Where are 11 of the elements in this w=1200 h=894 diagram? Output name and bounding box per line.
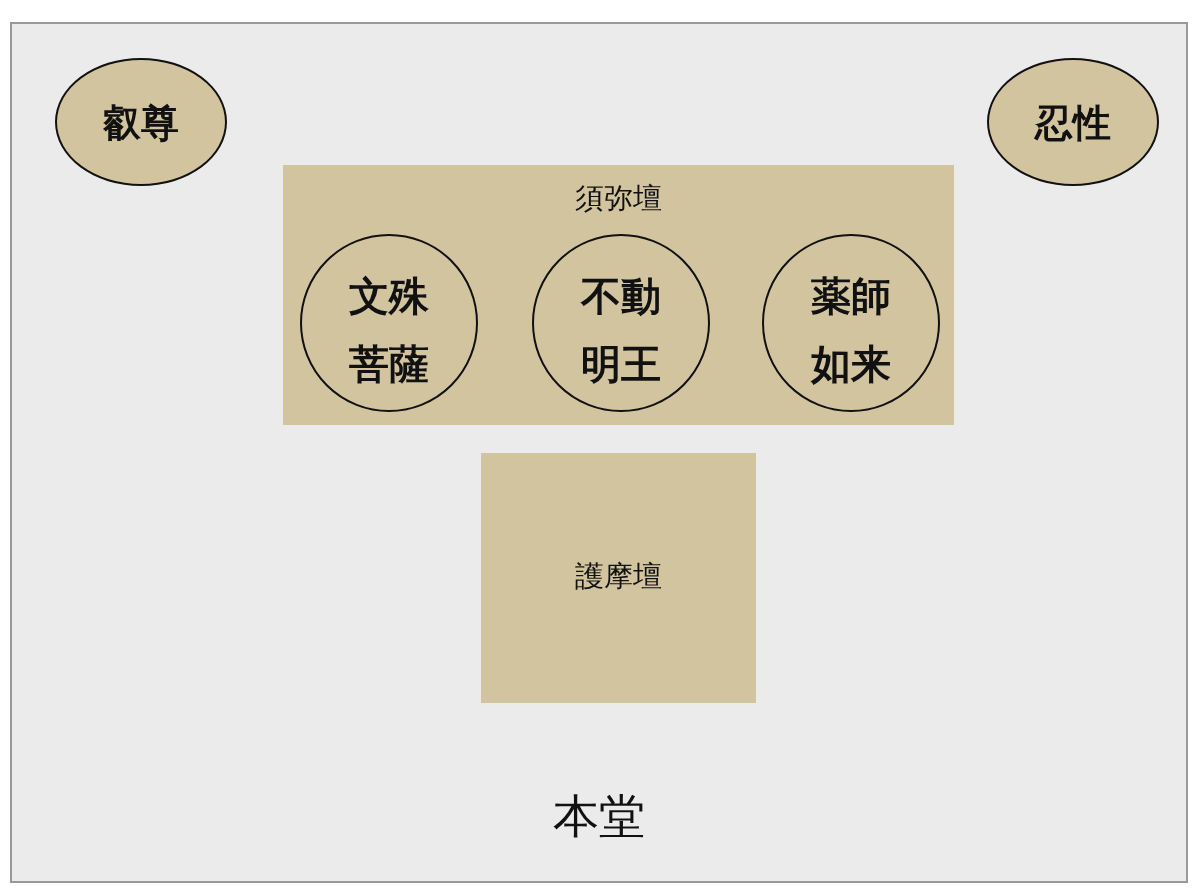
hall-label: 本堂 <box>552 788 646 845</box>
ellipse-label: 忍性 <box>1033 100 1112 147</box>
hall-outline <box>10 22 1188 883</box>
platform-label: 須弥壇 <box>574 180 663 217</box>
altar-box <box>481 453 756 703</box>
platform-box <box>283 165 954 425</box>
altar-label: 護摩壇 <box>574 558 663 595</box>
circle-label: 文殊菩薩 <box>348 272 430 389</box>
circle-label: 薬師如来 <box>810 272 892 389</box>
ellipse-label: 叡尊 <box>102 100 180 147</box>
circle-label: 不動明王 <box>580 272 662 389</box>
